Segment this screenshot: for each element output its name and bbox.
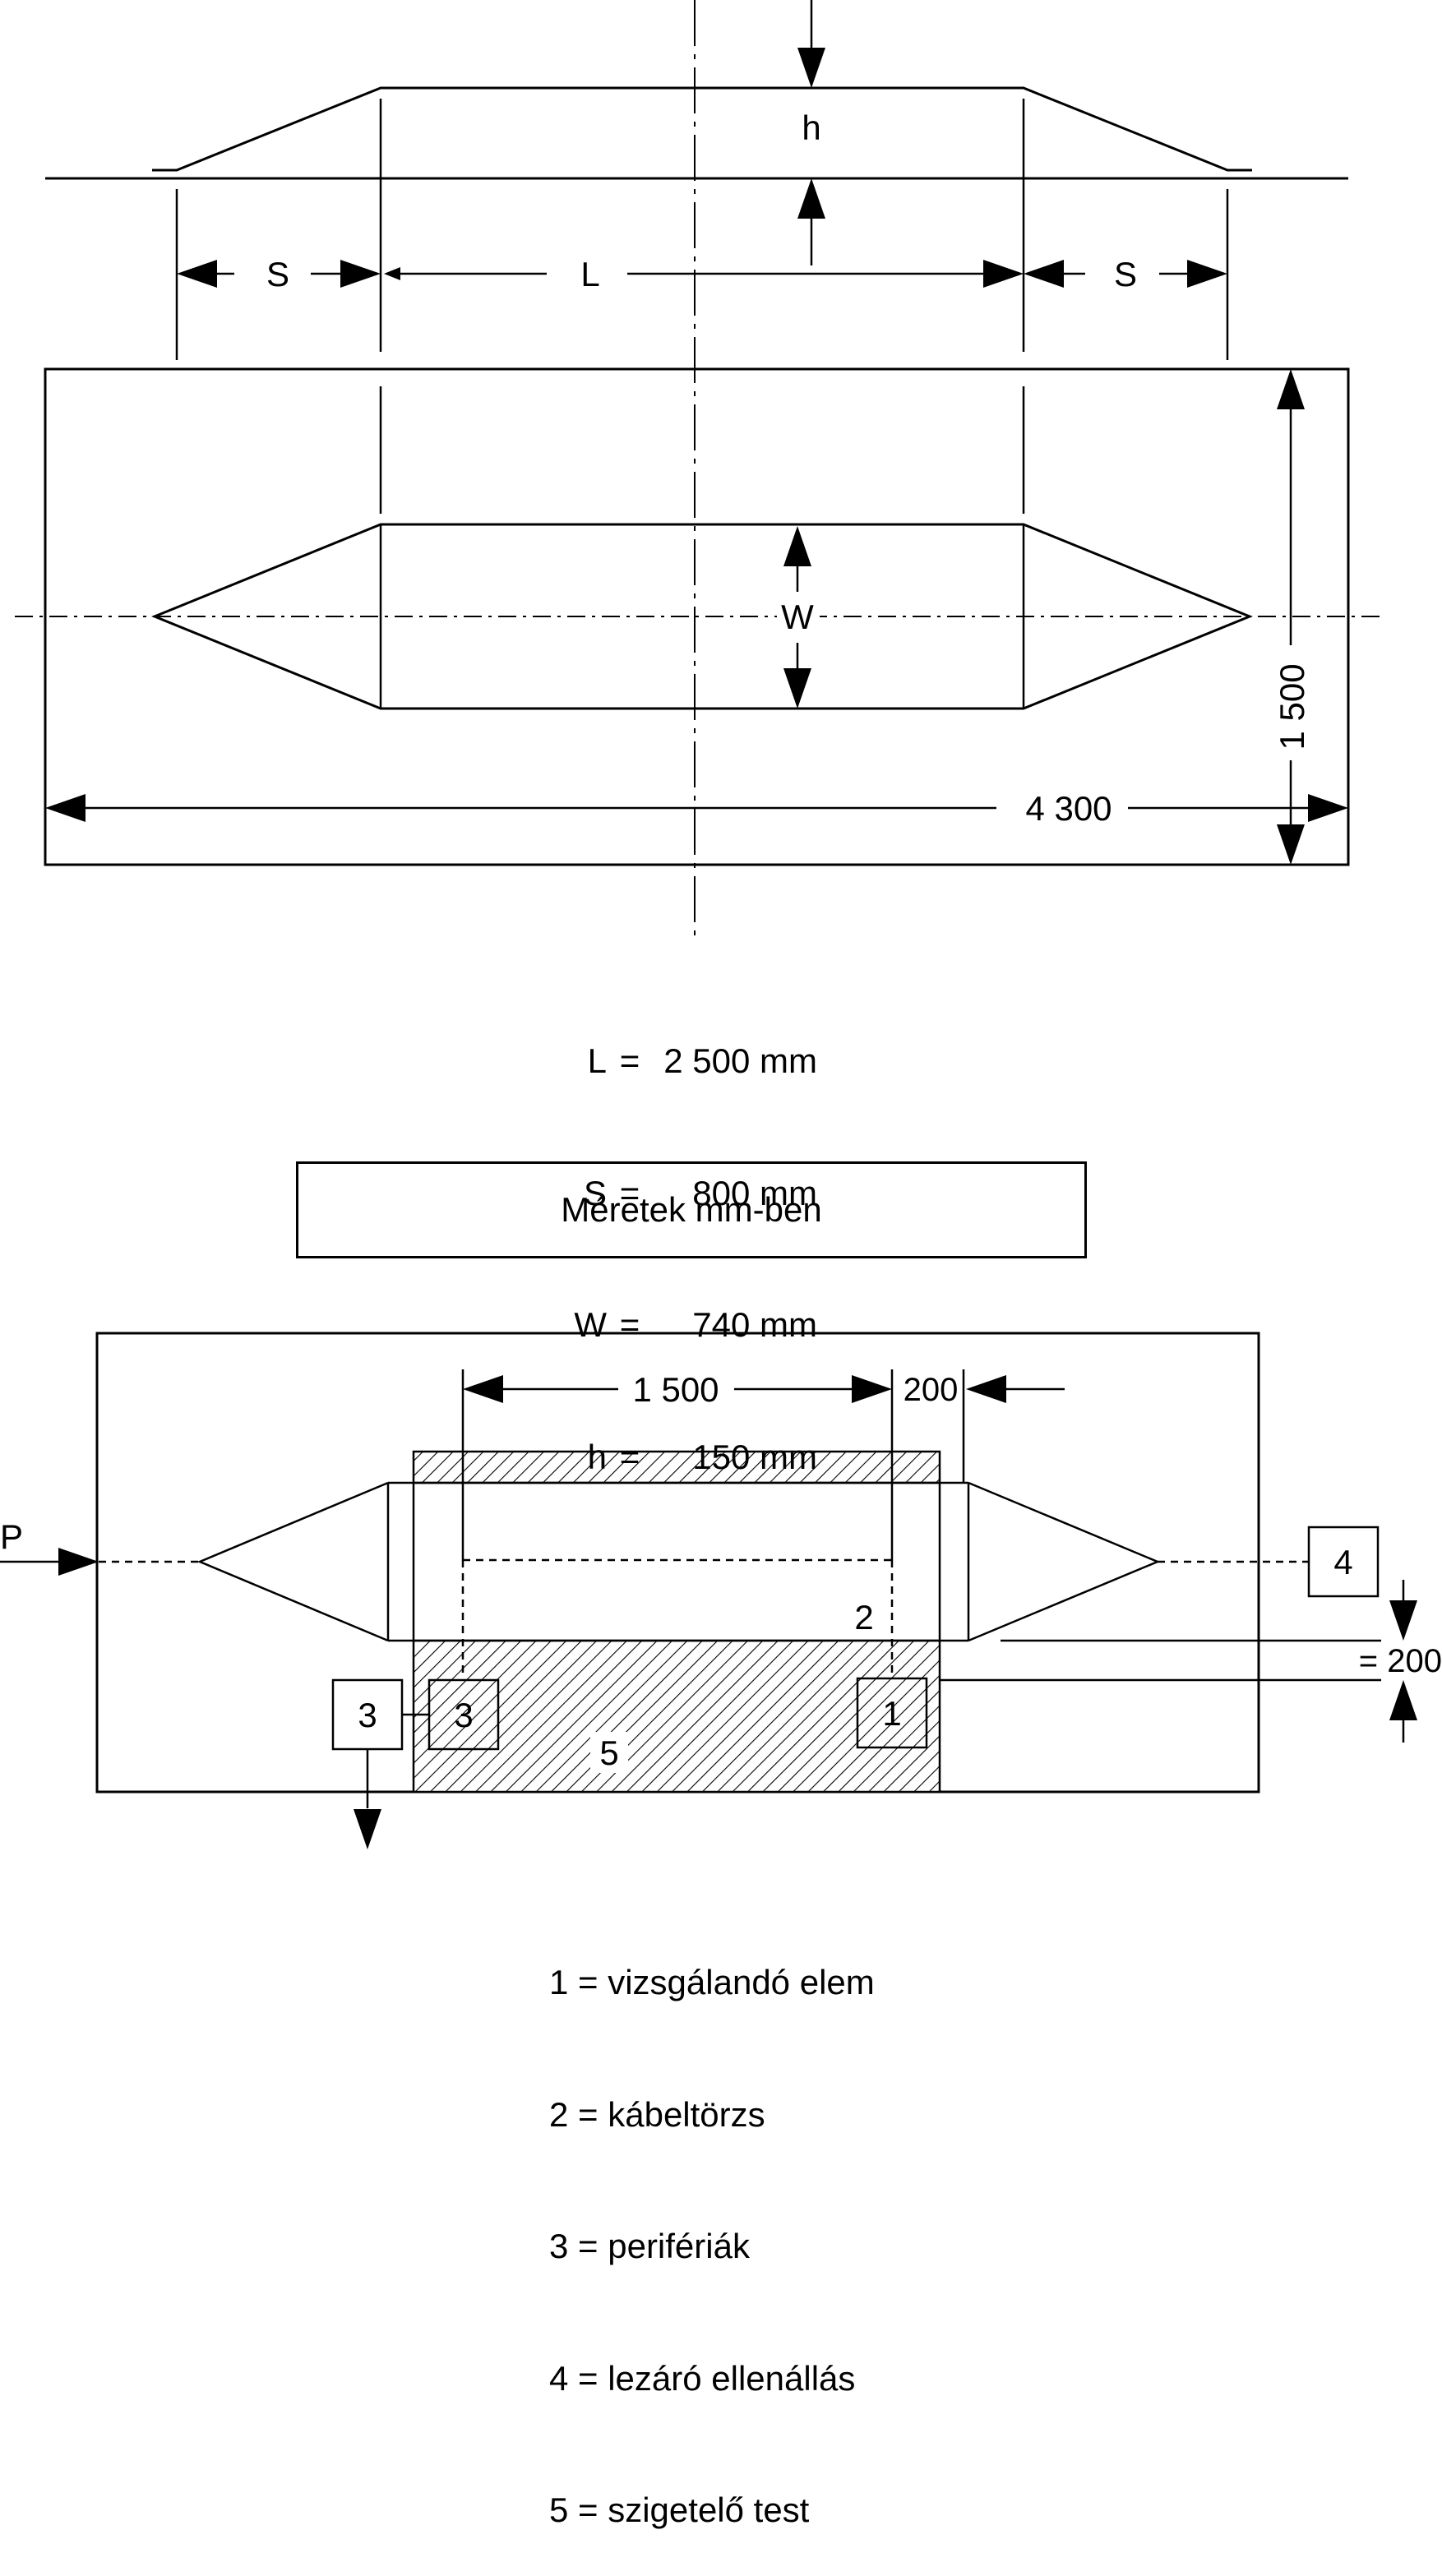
formula-row-s: S = 800 mm: [559, 1171, 817, 1216]
dimension-values: L = 2 500 mm S = 800 mm W = 740 mm h = 150 mm: [559, 951, 817, 1523]
dim-4300-arrow-right: [1308, 794, 1348, 822]
side-elevation: h S L S: [45, 0, 1348, 937]
dim-1500-arrow-top: [1277, 369, 1305, 409]
box-4-load-resistor: [1307, 1526, 1380, 1598]
h200-arrow-top: [1389, 1600, 1417, 1641]
box-3-inner-peripheral: [428, 1678, 500, 1751]
support-left-taper: [196, 1481, 389, 1642]
label-s-right: S: [1114, 255, 1137, 293]
formula-row-h: h = 150 mm: [559, 1435, 817, 1480]
dim-200-top: 200: [904, 1372, 959, 1408]
h-arrow-bottom-head: [797, 178, 825, 219]
label-5-mask: [590, 1732, 628, 1773]
unit-note-box: Méretek mm-ben: [296, 1161, 1087, 1258]
formula-key: S: [583, 1173, 607, 1212]
plan-view: W 4 300 1 500: [15, 367, 1381, 866]
elevation-outline: [152, 86, 1252, 172]
unit-note: Méretek mm-ben: [561, 1190, 822, 1229]
label-5: 5: [599, 1733, 618, 1772]
formula-eq: =: [619, 1305, 640, 1344]
w-label-mask: [777, 598, 820, 636]
key-item-4: 4 = lezáró ellenállás: [549, 2358, 856, 2398]
support-right-taper: [968, 1481, 1161, 1642]
formula-key: L: [587, 1041, 607, 1080]
dim-1500-vertical: 1 500: [1273, 663, 1311, 750]
formula-value: 800 mm: [692, 1173, 817, 1212]
key-item-2: 2 = kábeltörzs: [549, 2094, 765, 2134]
dim-1500-b-arrow-left: [463, 1375, 503, 1403]
dim-1500-b: 1 500: [632, 1370, 719, 1409]
p-arrow-head: [58, 1548, 99, 1576]
dim-4300-arrow-left: [45, 794, 86, 822]
s-left-arrow-a: [177, 260, 217, 288]
formula-key: W: [574, 1305, 607, 1344]
box-3-outer-label: 3: [358, 1696, 377, 1734]
label-w: W: [781, 598, 814, 636]
label-l: L: [580, 255, 599, 293]
insulating-body-bottom-block: [412, 1639, 941, 1794]
key-item-1: 1 = vizsgálandó elem: [549, 1963, 875, 2001]
formula-row-l: L = 2 500 mm: [559, 1039, 817, 1083]
formula-eq: =: [619, 1173, 640, 1212]
box-3-inner-label: 3: [454, 1696, 473, 1734]
box-1-device-under-test: [856, 1677, 928, 1749]
key-legend: 1 = vizsgálandó elem 2 = kábeltörzs 3 = …: [549, 1872, 875, 2576]
label-2-mask: [845, 1596, 883, 1636]
peripheral-ground-arrow: [354, 1809, 381, 1849]
emc-test-setup-drawing: h S L S W: [0, 0, 1442, 1849]
dim-4300: 4 300: [1025, 789, 1112, 828]
formula-eq: =: [619, 1041, 640, 1080]
s-right-arrow-a: [1024, 260, 1064, 288]
h-arrow-top-head: [797, 48, 825, 88]
dim-1500-b-arrow-right: [852, 1375, 892, 1403]
formula-eq: =: [619, 1437, 640, 1476]
s-right-arrow-b: [1187, 260, 1227, 288]
formula-key: h: [587, 1437, 607, 1476]
w-arrow-bottom-head: [783, 668, 811, 709]
w-arrow-top-head: [783, 526, 811, 566]
label-h: h: [802, 108, 820, 147]
dim-200-side: = 200: [1359, 1643, 1442, 1679]
ground-plane-outline: [44, 367, 1350, 866]
l-arrow-b: [983, 260, 1024, 288]
label-p: P: [0, 1517, 23, 1556]
dim-1500-arrow-bottom: [1277, 824, 1305, 865]
formula-value: 150 mm: [692, 1437, 817, 1476]
l-arrow-a: [384, 267, 400, 280]
box-1-label: 1: [882, 1694, 901, 1733]
label-s-left: S: [266, 255, 289, 293]
label-2: 2: [854, 1598, 873, 1637]
key-item-5: 5 = szigetelő test: [549, 2491, 810, 2529]
dim-200-arrow: [966, 1375, 1006, 1403]
formula-value: 740 mm: [692, 1305, 817, 1344]
formula-value: 2 500 mm: [663, 1041, 817, 1080]
test-setup-view: 1 500 200 P 4 = 200 3 3 1: [0, 1332, 1442, 1849]
key-item-3: 3 = perifériák: [549, 2227, 750, 2265]
box-4-label: 4: [1333, 1543, 1352, 1581]
s-left-arrow-b: [340, 260, 381, 288]
formula-row-w: W = 740 mm: [559, 1303, 817, 1347]
h200-arrow-bottom: [1389, 1680, 1417, 1720]
